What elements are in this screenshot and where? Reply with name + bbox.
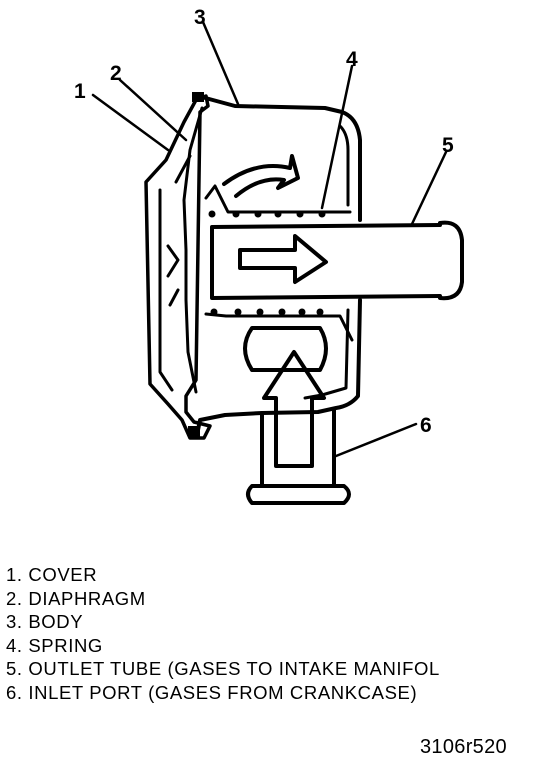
leader-1 <box>91 93 170 152</box>
pcv-valve-diagram: 1 2 3 4 5 6 <box>74 6 464 505</box>
inner-oval <box>243 326 328 372</box>
outlet-tube-end <box>438 220 464 301</box>
callout-2: 2 <box>110 62 122 85</box>
callout-5: 5 <box>442 134 454 157</box>
outlet-tube <box>210 223 442 300</box>
chamber-lower <box>204 312 354 342</box>
callout-6: 6 <box>420 414 432 437</box>
callout-3: 3 <box>194 6 206 29</box>
valve-cover <box>144 94 212 440</box>
leader-5 <box>410 150 448 226</box>
valve-body <box>196 94 362 432</box>
legend-item-body: 3. BODY <box>6 611 84 632</box>
callout-4: 4 <box>346 48 358 71</box>
figure-id: 3106r520 <box>420 736 507 758</box>
leader-4 <box>320 64 354 210</box>
legend-item-inlet-port: 6. INLET PORT (GASES FROM CRANKCASE) <box>6 681 418 703</box>
parts-legend: 1. COVER 2. DIAPHRAGM 3. BODY 4. SPRING … <box>6 563 544 704</box>
flow-arrow-up <box>262 350 326 468</box>
legend-item-spring: 4. SPRING <box>6 634 103 656</box>
legend-item-outlet-tube: 5. OUTLET TUBE (GASES TO INTAKE MANIFOL <box>6 658 440 679</box>
legend-item-diaphragm: 2. DIAPHRAGM <box>6 587 146 609</box>
callout-1: 1 <box>74 80 86 103</box>
flow-arrow-curved <box>222 154 300 198</box>
inlet-port-flange <box>246 484 351 505</box>
diaphragm <box>182 106 204 394</box>
flow-arrow-right <box>238 234 328 284</box>
leader-2 <box>118 78 188 142</box>
diaphragm-fold <box>166 244 180 307</box>
inlet-port <box>260 408 336 488</box>
leader-6 <box>334 422 418 458</box>
chamber-upper <box>204 184 352 214</box>
leader-3 <box>201 20 240 106</box>
legend-item-cover: 1. COVER <box>6 564 98 585</box>
